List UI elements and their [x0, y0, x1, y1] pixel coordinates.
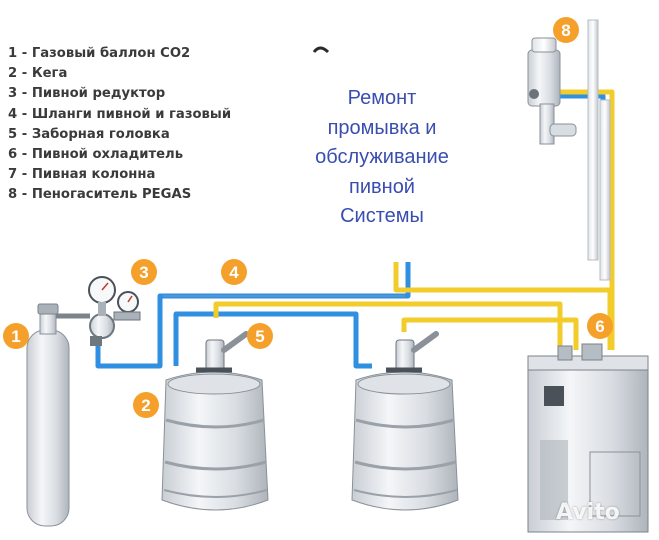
- beer-tower-icon: [587, 19, 611, 281]
- badge-4-label: 4: [229, 263, 239, 282]
- badge-6: 6: [587, 313, 613, 339]
- badge-5-label: 5: [255, 327, 264, 346]
- badge-4: 4: [221, 259, 247, 285]
- coupler-icon: [196, 331, 249, 373]
- title-line-2: промывка и: [327, 116, 437, 139]
- beer-cooler-icon: [527, 343, 649, 533]
- legend-item-4: 4 - Шланги пивной и газовый: [8, 106, 232, 122]
- legend-item-2: 2 - Кега: [8, 66, 68, 82]
- badge-3-label: 3: [139, 263, 148, 282]
- pressure-regulator-icon: [88, 276, 141, 346]
- badge-6-label: 6: [595, 317, 604, 336]
- legend-item-7: 7 - Пивная колонна: [8, 167, 156, 183]
- coupler-icon: [386, 331, 439, 373]
- badge-1-label: 1: [11, 327, 20, 346]
- title-line-5: Системы: [340, 205, 424, 227]
- legend: 1 - Газовый баллон СО2 2 - Кега 3 - Пивн…: [8, 44, 231, 206]
- service-title: Ремонт промывка и обслуживание пивной Си…: [282, 84, 482, 232]
- foam-detector-icon: [527, 37, 577, 145]
- gas-hoses: [95, 93, 606, 369]
- badge-5: 5: [247, 323, 273, 349]
- title-line-3: обслуживание: [315, 146, 449, 168]
- legend-item-5: 5 - Заборная головка: [8, 126, 170, 142]
- badge-3: 3: [131, 259, 157, 285]
- badge-8: 8: [553, 17, 579, 43]
- badge-2-label: 2: [141, 396, 150, 415]
- decor-mark: [312, 46, 330, 54]
- keg-icon: [351, 371, 459, 511]
- badge-8-label: 8: [561, 21, 570, 40]
- legend-item-6: 6 - Пивной охладитель: [8, 147, 184, 163]
- avito-watermark: Avito: [556, 500, 620, 525]
- badge-2: 2: [133, 392, 159, 418]
- title-line-1: Ремонт: [347, 87, 417, 109]
- legend-item-8: 8 - Пеногаситель PEGAS: [8, 187, 192, 203]
- legend-item-3: 3 - Пивной редуктор: [8, 86, 166, 102]
- co2-cylinder-icon: [26, 303, 90, 527]
- title-line-4: пивной: [349, 175, 415, 198]
- badge-1: 1: [3, 323, 29, 349]
- keg-icon: [161, 371, 269, 511]
- legend-item-1: 1 - Газовый баллон СО2: [8, 46, 191, 61]
